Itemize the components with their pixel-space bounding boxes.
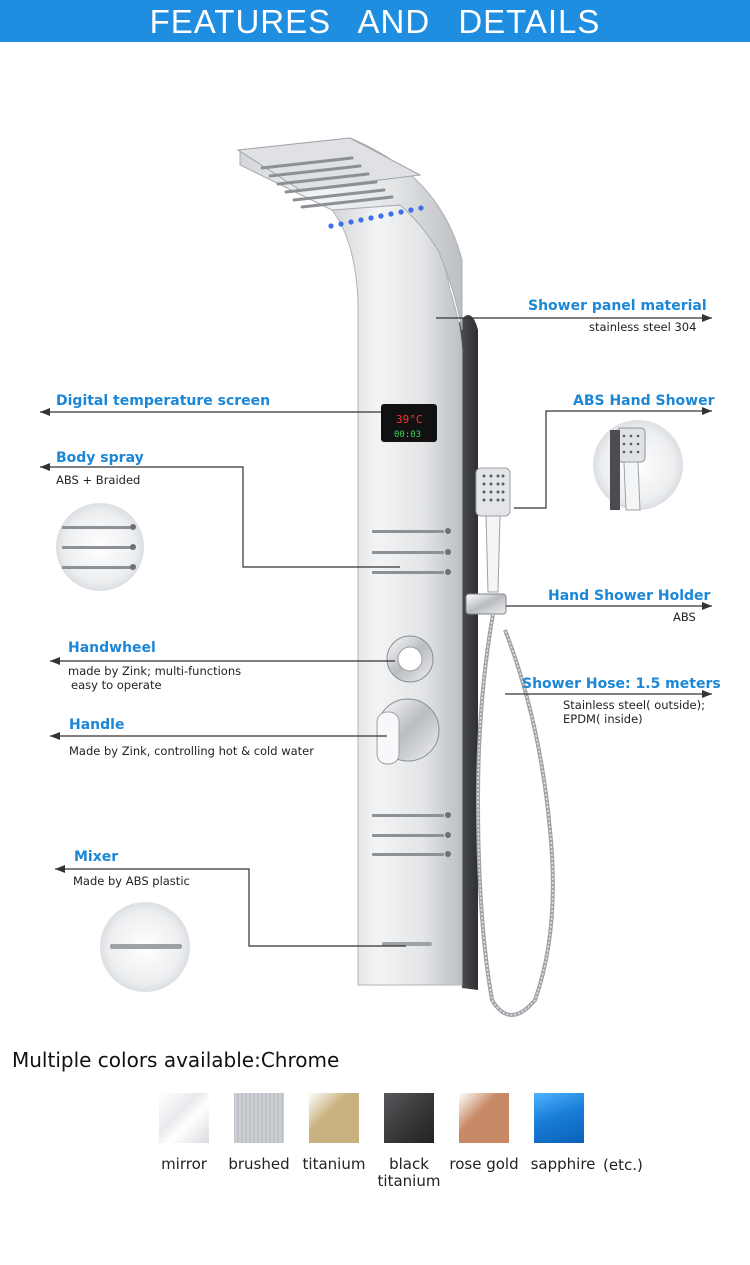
color-name-sapphire: sapphire [530, 1155, 596, 1173]
header-banner: FEATURES AND DETAILS [0, 0, 750, 42]
colors-heading: Multiple colors available:Chrome [12, 1048, 340, 1072]
hand-shower-title: ABS Hand Shower [573, 393, 715, 409]
color-name-rose-gold: rose gold [449, 1155, 519, 1173]
handwheel-detail-line2: easy to operate [71, 678, 162, 692]
mixer-detail: Made by ABS plastic [73, 874, 190, 888]
hose-detail-line2: EPDM( inside) [563, 712, 643, 726]
mixer-title: Mixer [74, 849, 119, 865]
svg-text:39°C: 39°C [396, 413, 423, 426]
swatch-rose-gold [459, 1093, 509, 1143]
holder-detail: ABS [673, 610, 696, 624]
swatch-sapphire [534, 1093, 584, 1143]
svg-text:00:03: 00:03 [394, 430, 421, 440]
body-spray-detail: ABS + Braided [56, 473, 141, 487]
swatch-black-titanium [384, 1093, 434, 1143]
page-title: FEATURES AND DETAILS [149, 3, 601, 40]
swatch-mirror [159, 1093, 209, 1143]
panel-material-title: Shower panel material [528, 298, 707, 314]
swatch-titanium [309, 1093, 359, 1143]
panel-material-detail: stainless steel 304 [589, 320, 697, 334]
color-name-titanium: titanium [302, 1155, 366, 1173]
color-name-mirror: mirror [161, 1155, 207, 1173]
handle-title: Handle [69, 717, 125, 733]
colors-etc: (etc.) [603, 1156, 643, 1174]
hose-title: Shower Hose: 1.5 meters [522, 676, 721, 692]
hose-detail-line1: Stainless steel( outside); [563, 698, 705, 712]
shower-panel-illustration: 39°C 00:03 [40, 137, 712, 1017]
color-name-brushed: brushed [228, 1155, 290, 1173]
handle-detail: Made by Zink, controlling hot & cold wat… [69, 744, 314, 758]
temperature-screen-title: Digital temperature screen [56, 393, 271, 409]
handwheel-title: Handwheel [68, 640, 156, 656]
swatch-brushed [234, 1093, 284, 1143]
body-spray-title: Body spray [56, 450, 144, 466]
handwheel-detail-line1: made by Zink; multi-functions [68, 664, 242, 678]
holder-title: Hand Shower Holder [548, 588, 711, 604]
